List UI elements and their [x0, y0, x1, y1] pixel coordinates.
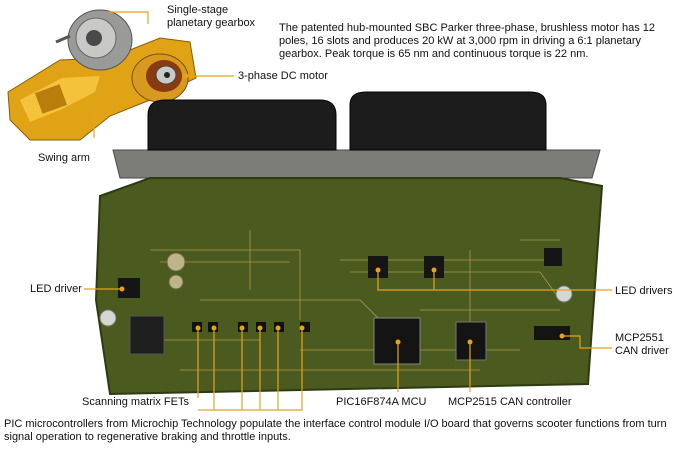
motor-label: 3-phase DC motor: [238, 70, 328, 82]
pcb-board: [94, 177, 604, 396]
fets-label: Scanning matrix FETs: [82, 396, 189, 408]
mcu-label: PIC16F874A MCU: [336, 396, 427, 408]
led-driver-chip: [118, 278, 140, 298]
leader-lines: [84, 11, 612, 411]
can-driver-label: MCP2551 CAN driver: [615, 332, 669, 358]
swing-arm-label: Swing arm: [38, 152, 90, 164]
can-driver-label-line-2: CAN driver: [615, 345, 669, 357]
can-driver-chip: [534, 326, 570, 340]
led-driver-label: LED driver: [30, 283, 82, 295]
led-driver-chip-1: [368, 256, 388, 278]
swing-arm-assembly: [7, 9, 197, 141]
can-controller-label: MCP2515 CAN controller: [448, 396, 572, 408]
led-driver-chip-2: [424, 256, 444, 278]
gearbox-label-line-2: planetary gearbox: [167, 17, 256, 29]
right-connector: [349, 91, 547, 151]
description-text: The patented hub-mounted SBC Parker thre…: [279, 22, 656, 60]
figure-caption: PIC microcontrollers from Microchip Tech…: [4, 418, 667, 443]
rj-jack: [129, 315, 165, 355]
can-driver-label-line-1: MCP2551: [615, 332, 664, 344]
left-connector: [147, 99, 337, 151]
gearbox-label-line-1: Single-stage: [167, 4, 229, 16]
led-drivers-label: LED drivers: [615, 285, 673, 297]
gearbox-label: Single-stage planetary gearbox: [167, 4, 255, 30]
